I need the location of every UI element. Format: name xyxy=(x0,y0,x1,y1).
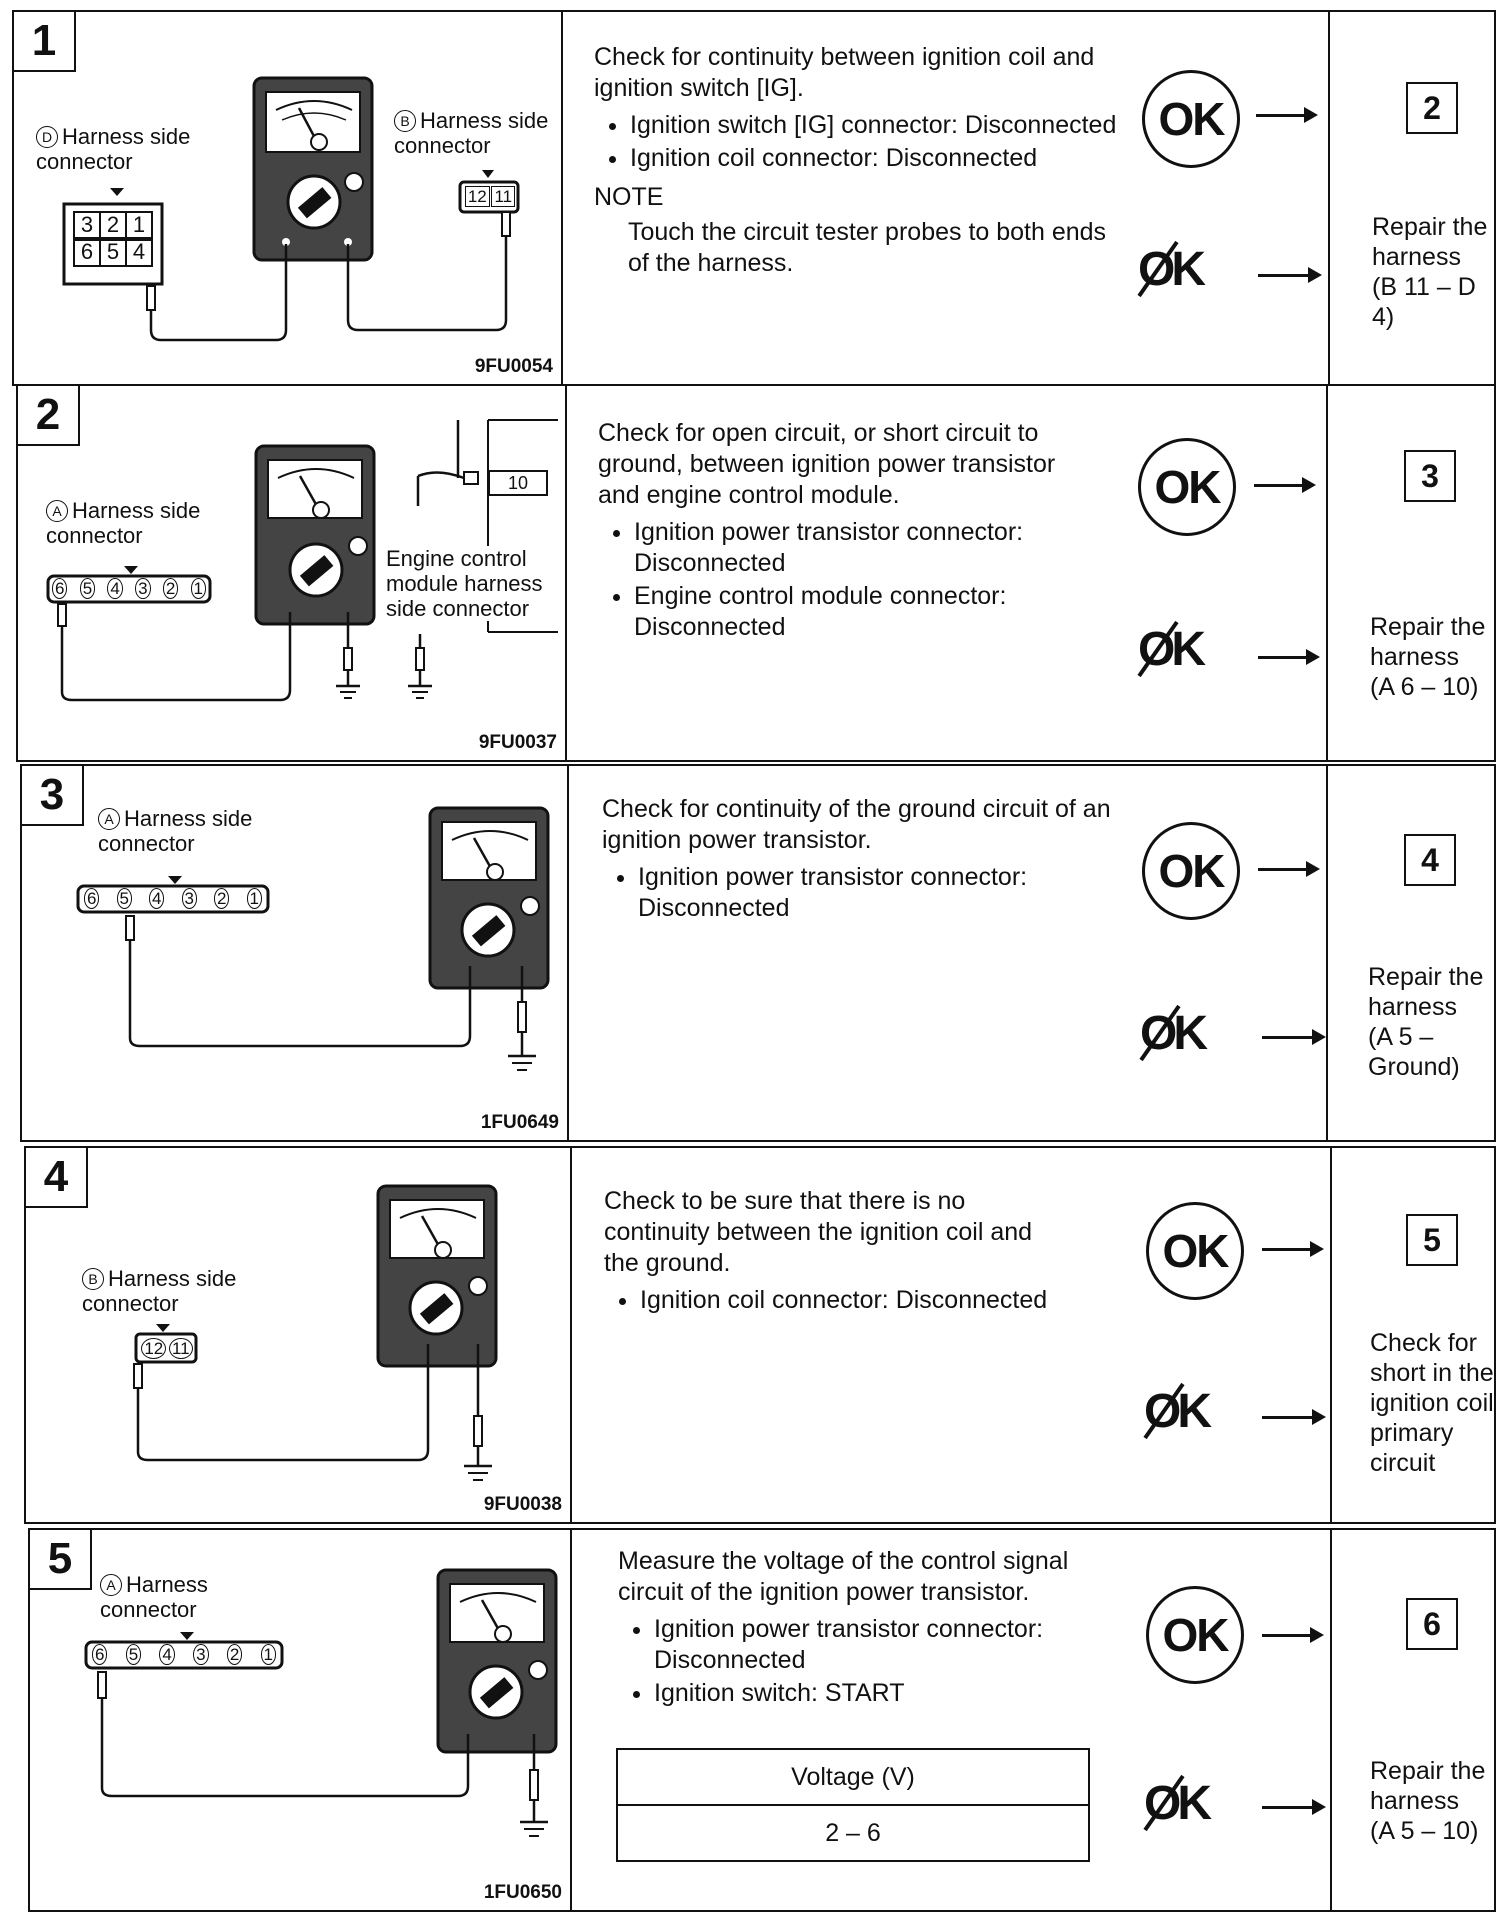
voltage-table-value: 2 – 6 xyxy=(618,1804,1088,1860)
ok-symbol: OK xyxy=(1138,438,1236,536)
condition-item: Ignition switch [IG] connector: Disconne… xyxy=(630,110,1124,141)
check-description: Check for continuity of the ground circu… xyxy=(602,795,1111,854)
step-2-figure: 2 xyxy=(18,386,567,760)
tester-diagram xyxy=(84,1568,558,1837)
ok-arrow xyxy=(1262,1241,1324,1257)
pin-pair-b: 12 11 xyxy=(464,186,516,207)
ng-arrow xyxy=(1258,649,1320,665)
condition-item: Ignition power transistor connector: Dis… xyxy=(634,517,1098,579)
step-3-result: 4 Repair the harness (A 5 – Ground) xyxy=(1326,766,1494,1140)
next-step-box: 5 xyxy=(1406,1214,1458,1266)
condition-item: Ignition switch: START xyxy=(654,1678,1088,1709)
ok-arrow xyxy=(1258,861,1320,877)
step-number: 1 xyxy=(14,12,76,72)
ng-arrow xyxy=(1262,1029,1326,1045)
check-description: Check for open circuit, or short circuit… xyxy=(598,419,1056,509)
voltage-table-header: Voltage (V) xyxy=(791,1762,915,1791)
ok-symbol: OK xyxy=(1142,822,1240,920)
voltage-table: Voltage (V) 2 – 6 xyxy=(616,1748,1090,1862)
figure-code: 9FU0038 xyxy=(483,1494,562,1515)
ng-arrow xyxy=(1262,1799,1326,1815)
step-3-instructions: Check for continuity of the ground circu… xyxy=(602,794,1112,926)
step-5-instructions: Measure the voltage of the control signa… xyxy=(618,1546,1088,1711)
note-body: Touch the circuit tester probes to both … xyxy=(628,218,1107,277)
note-heading: NOTE xyxy=(594,183,664,211)
pin-pair-b: 12 11 xyxy=(140,1338,194,1359)
step-2: 2 xyxy=(16,384,1496,762)
step-1-result: 2 Repair the harness (B 11 – D 4) xyxy=(1328,12,1494,384)
step-number: 5 xyxy=(30,1530,92,1590)
step-1-figure: 1 xyxy=(14,12,563,384)
next-step-box: 2 xyxy=(1406,82,1458,134)
condition-item: Engine control module connector: Disconn… xyxy=(634,581,1098,643)
ng-symbol: OK xyxy=(1137,620,1206,678)
ng-symbol: OK xyxy=(1137,240,1206,298)
condition-item: Ignition coil connector: Disconnected xyxy=(640,1285,1054,1316)
step-3: 3 6 5 4 3 2 1 xyxy=(20,764,1496,1142)
ng-symbol: OK xyxy=(1143,1774,1212,1832)
ok-symbol: OK xyxy=(1142,70,1240,168)
step-1-instructions: Check for continuity between ignition co… xyxy=(594,42,1124,279)
next-step-box: 6 xyxy=(1406,1598,1458,1650)
figure-code: 1FU0650 xyxy=(483,1882,562,1903)
figure-code: 1FU0649 xyxy=(480,1112,559,1133)
next-step-box: 4 xyxy=(1404,834,1456,886)
step-5: 5 6 5 4 3 2 1 xyxy=(28,1528,1496,1912)
ng-symbol: OK xyxy=(1139,1004,1208,1062)
next-step-box: 3 xyxy=(1404,450,1456,502)
step-5-result: 6 Repair the harness (A 5 – 10) xyxy=(1330,1530,1494,1910)
check-description: Check for continuity between ignition co… xyxy=(594,43,1095,102)
tester-diagram xyxy=(133,1184,498,1481)
figure-code: 9FU0037 xyxy=(478,732,557,753)
check-description: Check to be sure that there is no contin… xyxy=(604,1187,1033,1277)
step-2-instructions: Check for open circuit, or short circuit… xyxy=(598,418,1098,645)
ok-symbol: OK xyxy=(1146,1202,1244,1300)
step-number: 4 xyxy=(26,1148,88,1208)
condition-item: Ignition coil connector: Disconnected xyxy=(630,143,1124,174)
repair-action: Repair the harness (A 6 – 10) xyxy=(1370,613,1486,701)
connector-label-ecm: Engine control module harness side conne… xyxy=(386,546,564,621)
step-4-result: 5 Check for short in the ignition coil p… xyxy=(1330,1148,1494,1522)
step-5-figure: 5 6 5 4 3 2 1 xyxy=(30,1530,572,1910)
step-3-figure: 3 6 5 4 3 2 1 xyxy=(22,766,569,1140)
step-number: 3 xyxy=(22,766,84,826)
tester-diagram xyxy=(62,76,520,342)
ng-arrow xyxy=(1258,267,1322,283)
repair-action: Repair the harness (A 5 – 10) xyxy=(1370,1757,1486,1845)
pin-row-a: 6 5 4 3 2 1 xyxy=(84,888,262,909)
repair-action: Check for short in the ignition coil pri… xyxy=(1370,1329,1494,1477)
ng-symbol: OK xyxy=(1143,1382,1212,1440)
pin-ecm: 10 xyxy=(488,470,548,496)
step-number: 2 xyxy=(18,386,80,446)
step-1: 1 xyxy=(12,10,1496,386)
pin-grid-d: 3 2 1 6 5 4 xyxy=(80,212,146,264)
ok-arrow xyxy=(1256,107,1318,123)
figure-code: 9FU0054 xyxy=(474,356,553,377)
ok-arrow xyxy=(1262,1627,1324,1643)
check-description: Measure the voltage of the control signa… xyxy=(618,1547,1069,1606)
condition-item: Ignition power transistor connector: Dis… xyxy=(638,862,1112,924)
pin-row-a: 6 5 4 3 2 1 xyxy=(52,578,206,599)
ok-arrow xyxy=(1254,477,1316,493)
ok-symbol: OK xyxy=(1146,1586,1244,1684)
repair-action: Repair the harness (B 11 – D 4) xyxy=(1372,213,1488,331)
repair-action: Repair the harness (A 5 – Ground) xyxy=(1368,963,1484,1081)
pin-row-a: 6 5 4 3 2 1 xyxy=(92,1644,276,1665)
ng-arrow xyxy=(1262,1409,1326,1425)
condition-item: Ignition power transistor connector: Dis… xyxy=(654,1614,1088,1676)
step-4-instructions: Check to be sure that there is no contin… xyxy=(604,1186,1054,1318)
step-2-result: 3 Repair the harness (A 6 – 10) xyxy=(1326,386,1494,760)
